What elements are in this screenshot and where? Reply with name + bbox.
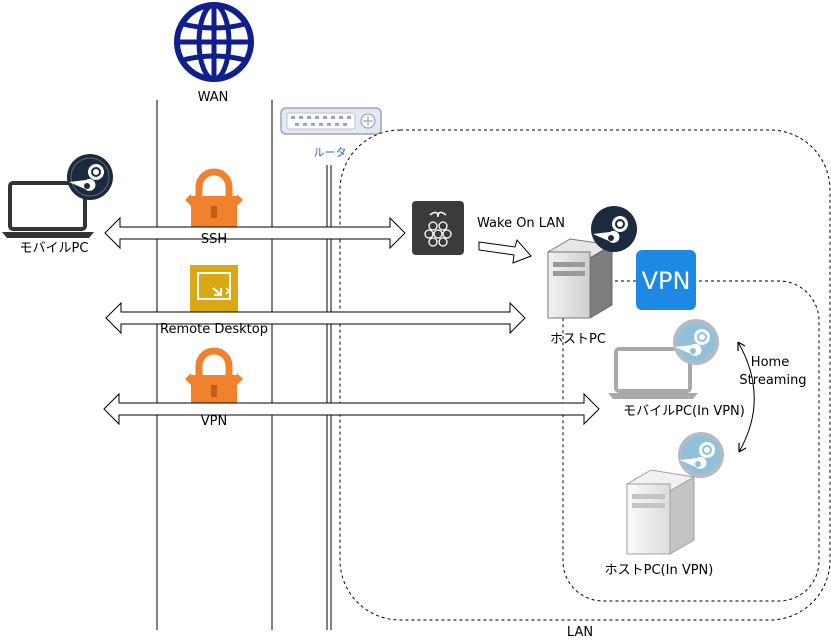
mobile-pc-in-vpn-label: モバイルPC(In VPN) (623, 404, 745, 419)
globe-icon (174, 2, 254, 82)
lan-label: LAN (567, 625, 593, 640)
raspberry-pi-icon (412, 201, 464, 255)
lock-icon (185, 168, 243, 229)
steam-icon (678, 432, 724, 478)
router-icon (280, 107, 382, 135)
vpn-link-label: VPN (201, 414, 227, 429)
vpn-zone (562, 280, 820, 602)
wake-on-lan-label: Wake On LAN (477, 216, 565, 231)
mobile-pc-label: モバイルPC (20, 241, 89, 256)
vpn-connection (103, 392, 600, 426)
router-trunk (326, 165, 332, 630)
wan-label: WAN (198, 90, 229, 105)
server-icon (625, 469, 696, 555)
home-streaming-label-1: Home (751, 355, 789, 370)
ssh-connection (104, 216, 406, 250)
server-icon (546, 238, 614, 319)
vpn-badge-label: VPN (642, 267, 691, 295)
vpn-icon: VPN (636, 250, 696, 310)
remote-desktop-icon (190, 265, 238, 313)
host-pc-in-vpn-label: ホストPC(In VPN) (605, 563, 714, 578)
laptop-icon (608, 347, 698, 399)
home-streaming-arrow (737, 341, 755, 453)
wake-on-lan-arrow (478, 238, 532, 264)
remote-desktop-connection (105, 301, 526, 335)
steam-icon (591, 206, 637, 252)
laptop-icon (2, 181, 94, 238)
remote-desktop-label: Remote Desktop (160, 322, 268, 337)
steam-icon (673, 319, 719, 365)
lan-zone (339, 129, 831, 621)
router-label: ルータ (314, 146, 347, 159)
ssh-label: SSH (201, 232, 227, 247)
lock-icon (185, 347, 243, 408)
steam-icon (67, 154, 113, 200)
home-streaming-label-2: Streaming (739, 373, 806, 388)
host-pc-label: ホストPC (550, 332, 606, 347)
